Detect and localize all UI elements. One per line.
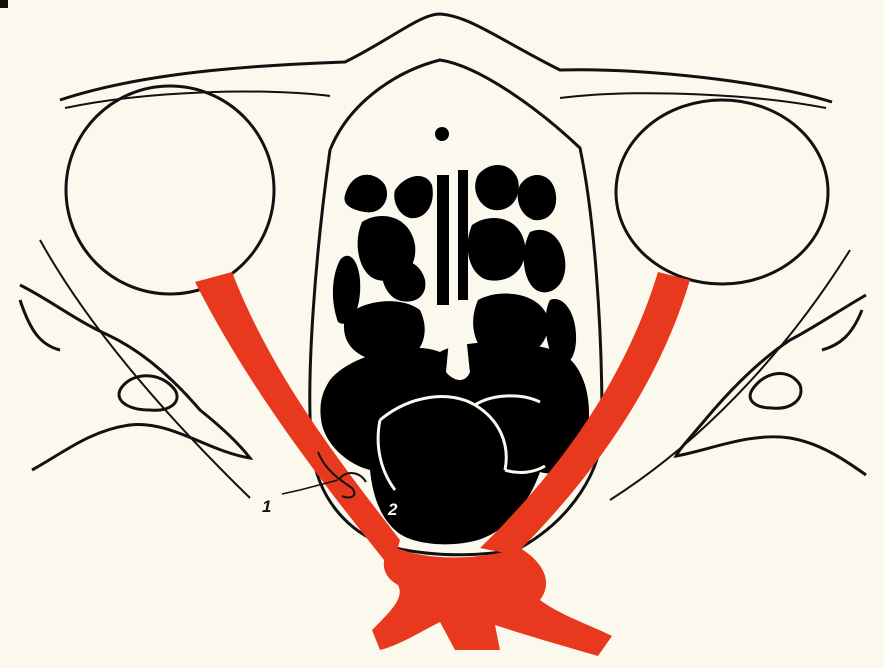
right-globe (616, 100, 828, 284)
right-zygoma-foramen (750, 374, 801, 409)
corner-mark (0, 0, 8, 8)
left-globe (66, 86, 274, 294)
optic-chiasm (372, 545, 612, 656)
label-1: 1 (262, 497, 271, 516)
left-zygoma-foramen (119, 376, 177, 411)
label-2: 2 (387, 500, 398, 519)
right-zygoma (676, 295, 866, 475)
